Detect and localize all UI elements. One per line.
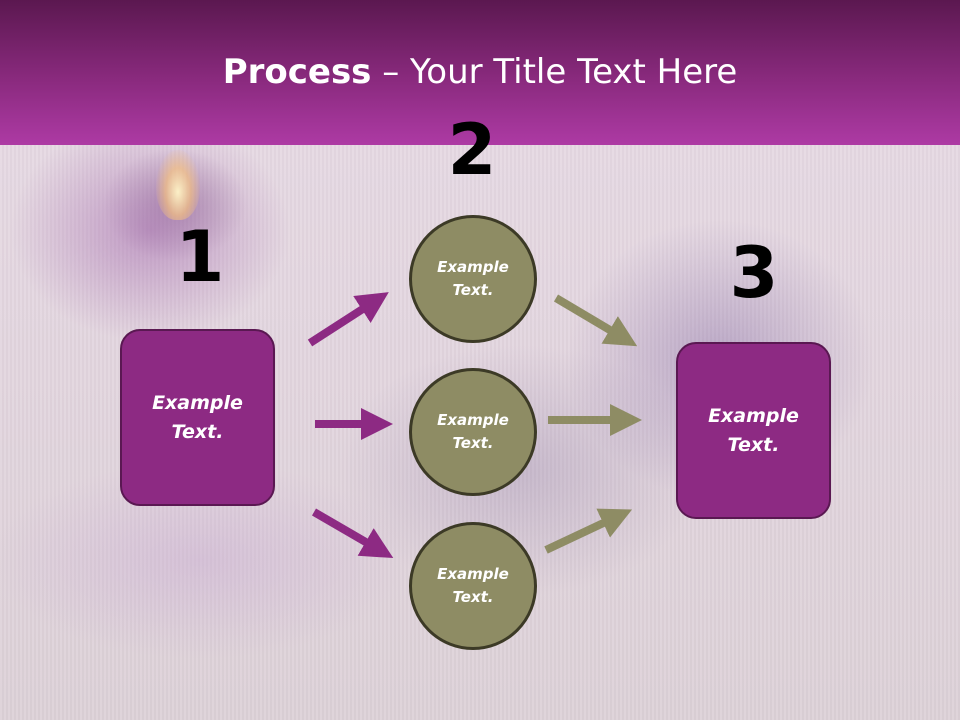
process-circle-top: Example Text. xyxy=(409,215,537,343)
step-number-2: 2 xyxy=(447,109,497,191)
title-rest: – Your Title Text Here xyxy=(371,52,738,92)
arrow-from-top-circle xyxy=(553,294,638,347)
arrow-to-top-circle xyxy=(307,292,389,347)
arrow-from-bottom-circle xyxy=(544,508,633,554)
process-box-left: Example Text. xyxy=(120,329,275,506)
title-bar: Process – Your Title Text Here xyxy=(0,0,960,145)
process-circle-middle: Example Text. xyxy=(409,368,537,496)
step-number-3: 3 xyxy=(729,232,779,314)
process-box-right: Example Text. xyxy=(676,342,831,519)
candle-flame xyxy=(156,150,200,220)
slide-title: Process – Your Title Text Here xyxy=(0,52,960,92)
step-number-1: 1 xyxy=(175,216,225,298)
arrow-to-bottom-circle xyxy=(311,508,394,559)
title-bold: Process xyxy=(222,52,372,92)
process-circle-bottom: Example Text. xyxy=(409,522,537,650)
